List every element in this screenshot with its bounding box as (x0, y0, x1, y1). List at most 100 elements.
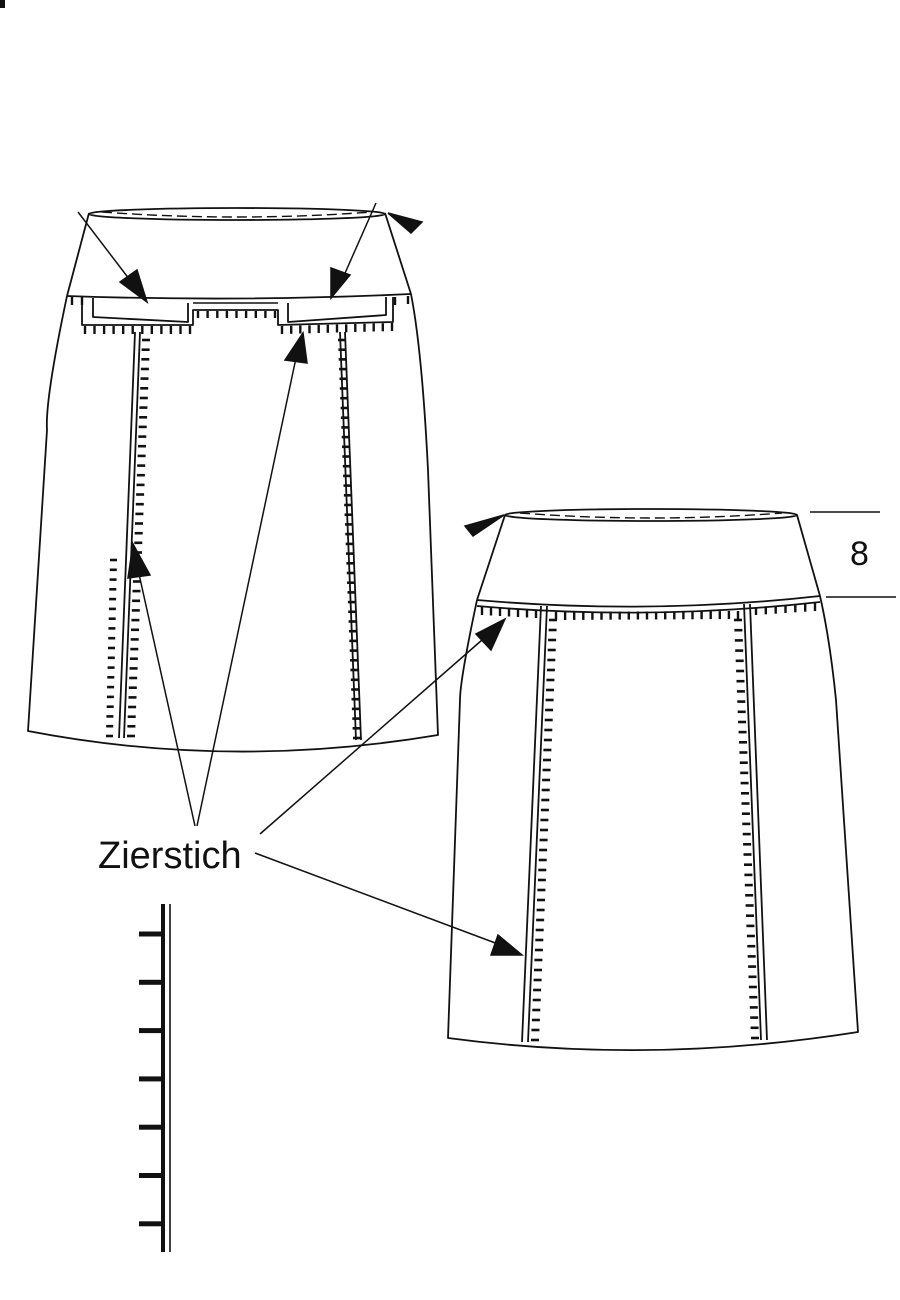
front-seam-left-b (123, 331, 141, 739)
stitch-detail-tick (139, 1076, 163, 1082)
back-seam-right-tick (746, 914, 754, 917)
back-seam-left-tick (546, 678, 555, 682)
stitch-detail-tick (139, 931, 163, 937)
front-seam-left-outer-tick (106, 734, 113, 738)
front-yoke-tick (83, 326, 87, 334)
front-seam-left-outer-tick (109, 578, 117, 581)
front-seam-left-outer-tick (108, 646, 115, 650)
front-yoke-tick (308, 325, 311, 334)
front-seam-left-outer-tick (109, 588, 117, 591)
front-seam-right-tick (338, 338, 346, 342)
back-seam-right-tick (738, 720, 747, 724)
stitch-detail-tick (139, 1221, 163, 1227)
front-seam-right-tick (349, 639, 358, 643)
front-yoke-side-tick (70, 297, 74, 305)
back-waistband-left-side (476, 514, 506, 601)
arrow-head-zierstich-1 (127, 541, 152, 579)
front-seam-left-outer-tick (106, 695, 114, 699)
back-yoke-tick (673, 611, 676, 620)
front-yoke-tick (390, 323, 394, 331)
front-seam-left-tick (127, 715, 136, 718)
front-seam-left-tick (136, 473, 145, 477)
arrow-head-waist-left (118, 268, 149, 304)
back-seam-left-tick (539, 848, 548, 852)
back-seam-left-tick (536, 918, 545, 922)
back-seam-right-tick (742, 832, 751, 836)
front-seam-left-a (118, 331, 136, 739)
front-seam-left-tick (127, 725, 136, 728)
front-yoke-tick (112, 326, 115, 334)
front-seam-right-tick (350, 678, 359, 682)
back-waistband-bottom (476, 595, 821, 608)
back-seam-right-tick (741, 812, 750, 815)
front-seam-left-outer-tick (107, 656, 115, 660)
front-yoke-center-tick (206, 311, 209, 318)
back-seam-right-tick (749, 1006, 758, 1009)
front-seam-left-outer-tick (108, 617, 116, 620)
front-yoke-tick (363, 323, 366, 332)
front-yoke-tick (102, 326, 106, 334)
back-seam-right-tick (734, 628, 743, 632)
front-seam-right-tick (346, 562, 355, 565)
arrow-line-waist-left (77, 211, 137, 289)
back-seam-left-tick (535, 938, 544, 942)
back-yoke-tick (664, 611, 667, 620)
back-seam-left-tick (532, 998, 541, 1002)
back-seam-left-tick (549, 618, 557, 622)
front-seam-left-tick (135, 512, 144, 516)
front-seam-right-tick (343, 494, 352, 497)
front-seam-right-tick (346, 571, 355, 575)
back-seam-right-tick (746, 934, 755, 938)
arrow-head-zierstich-2 (283, 330, 308, 364)
front-yoke-tick (93, 326, 96, 334)
front-seam-left-tick (128, 705, 137, 709)
front-seam-right-tick (346, 552, 354, 555)
back-yoke-tick (480, 607, 484, 615)
front-yoke-side-tick (406, 296, 410, 304)
back-seam-left-tick (540, 808, 549, 812)
back-seam-right-tick (736, 669, 745, 673)
back-yoke-tick (709, 611, 712, 620)
front-seam-left-outer-tick (106, 724, 114, 728)
back-seam-left-tick (546, 668, 555, 672)
front-yoke-center-tick (244, 311, 248, 318)
back-yoke-tick (794, 604, 797, 613)
back-yoke-tick (618, 611, 621, 620)
front-skirt (27, 207, 439, 753)
front-seam-right-tick (347, 591, 356, 594)
front-seam-right-tick (339, 367, 348, 371)
front-seam-right-tick (342, 445, 350, 449)
front-yoke-center-tick (235, 311, 238, 318)
front-seam-right-tick (345, 542, 354, 546)
front-seam-left-tick (134, 541, 143, 545)
front-seam-right-tick (341, 435, 350, 439)
back-seam-right-tick (739, 751, 748, 754)
back-seam-right-tick (736, 690, 745, 693)
stitch-detail (139, 904, 171, 1252)
back-yoke-tick (754, 607, 758, 615)
back-seam-right-tick (735, 649, 744, 652)
front-yoke-tick (179, 326, 182, 334)
dimension-value: 8 (850, 535, 869, 573)
back-yoke-tick (507, 608, 511, 617)
front-seam-right-tick (338, 358, 347, 361)
back-yoke-tick (636, 611, 640, 620)
front-yoke-tick (141, 326, 144, 334)
back-yoke-tick (498, 608, 502, 616)
back-seam-left-tick (542, 778, 551, 782)
arrow-head-waist-corner (387, 212, 424, 235)
back-seam-left-tick (545, 708, 554, 712)
front-seam-left-tick (127, 734, 135, 738)
front-yoke-tick (188, 326, 192, 334)
back-seam-right-tick (751, 1036, 759, 1040)
front-seam-left-tick (129, 667, 138, 670)
front-seam-right-tick (352, 727, 361, 730)
back-yoke-tick (736, 611, 740, 619)
back-seam-right-tick (735, 659, 744, 663)
back-seam-left-tick (548, 638, 557, 642)
front-yoke-tick (290, 325, 293, 334)
front-seam-left-tick (135, 502, 144, 506)
back-yoke-tick (582, 611, 585, 620)
front-seam-left-outer-tick (108, 627, 116, 630)
arrow-line-zierstich-4 (254, 852, 499, 945)
